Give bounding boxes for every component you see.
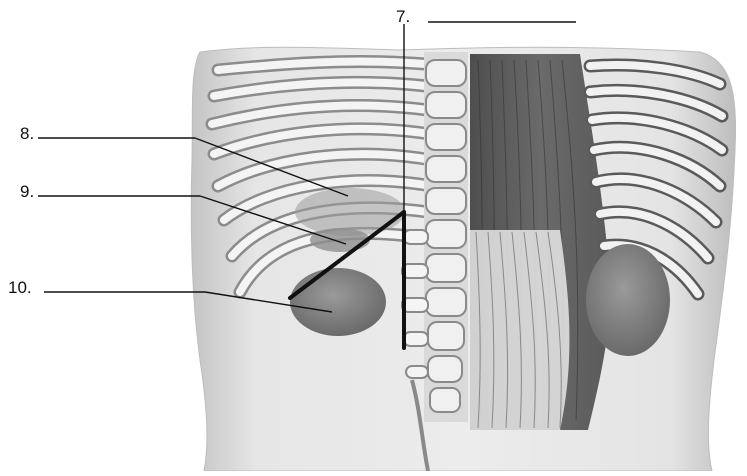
right-kidney: [586, 244, 670, 356]
label-10: 10.: [8, 279, 32, 296]
left-kidney: [290, 268, 386, 336]
label-7: 7.: [396, 8, 410, 25]
label-9: 9.: [20, 183, 34, 200]
adrenal-gland: [310, 228, 370, 252]
label-8: 8.: [20, 125, 34, 142]
